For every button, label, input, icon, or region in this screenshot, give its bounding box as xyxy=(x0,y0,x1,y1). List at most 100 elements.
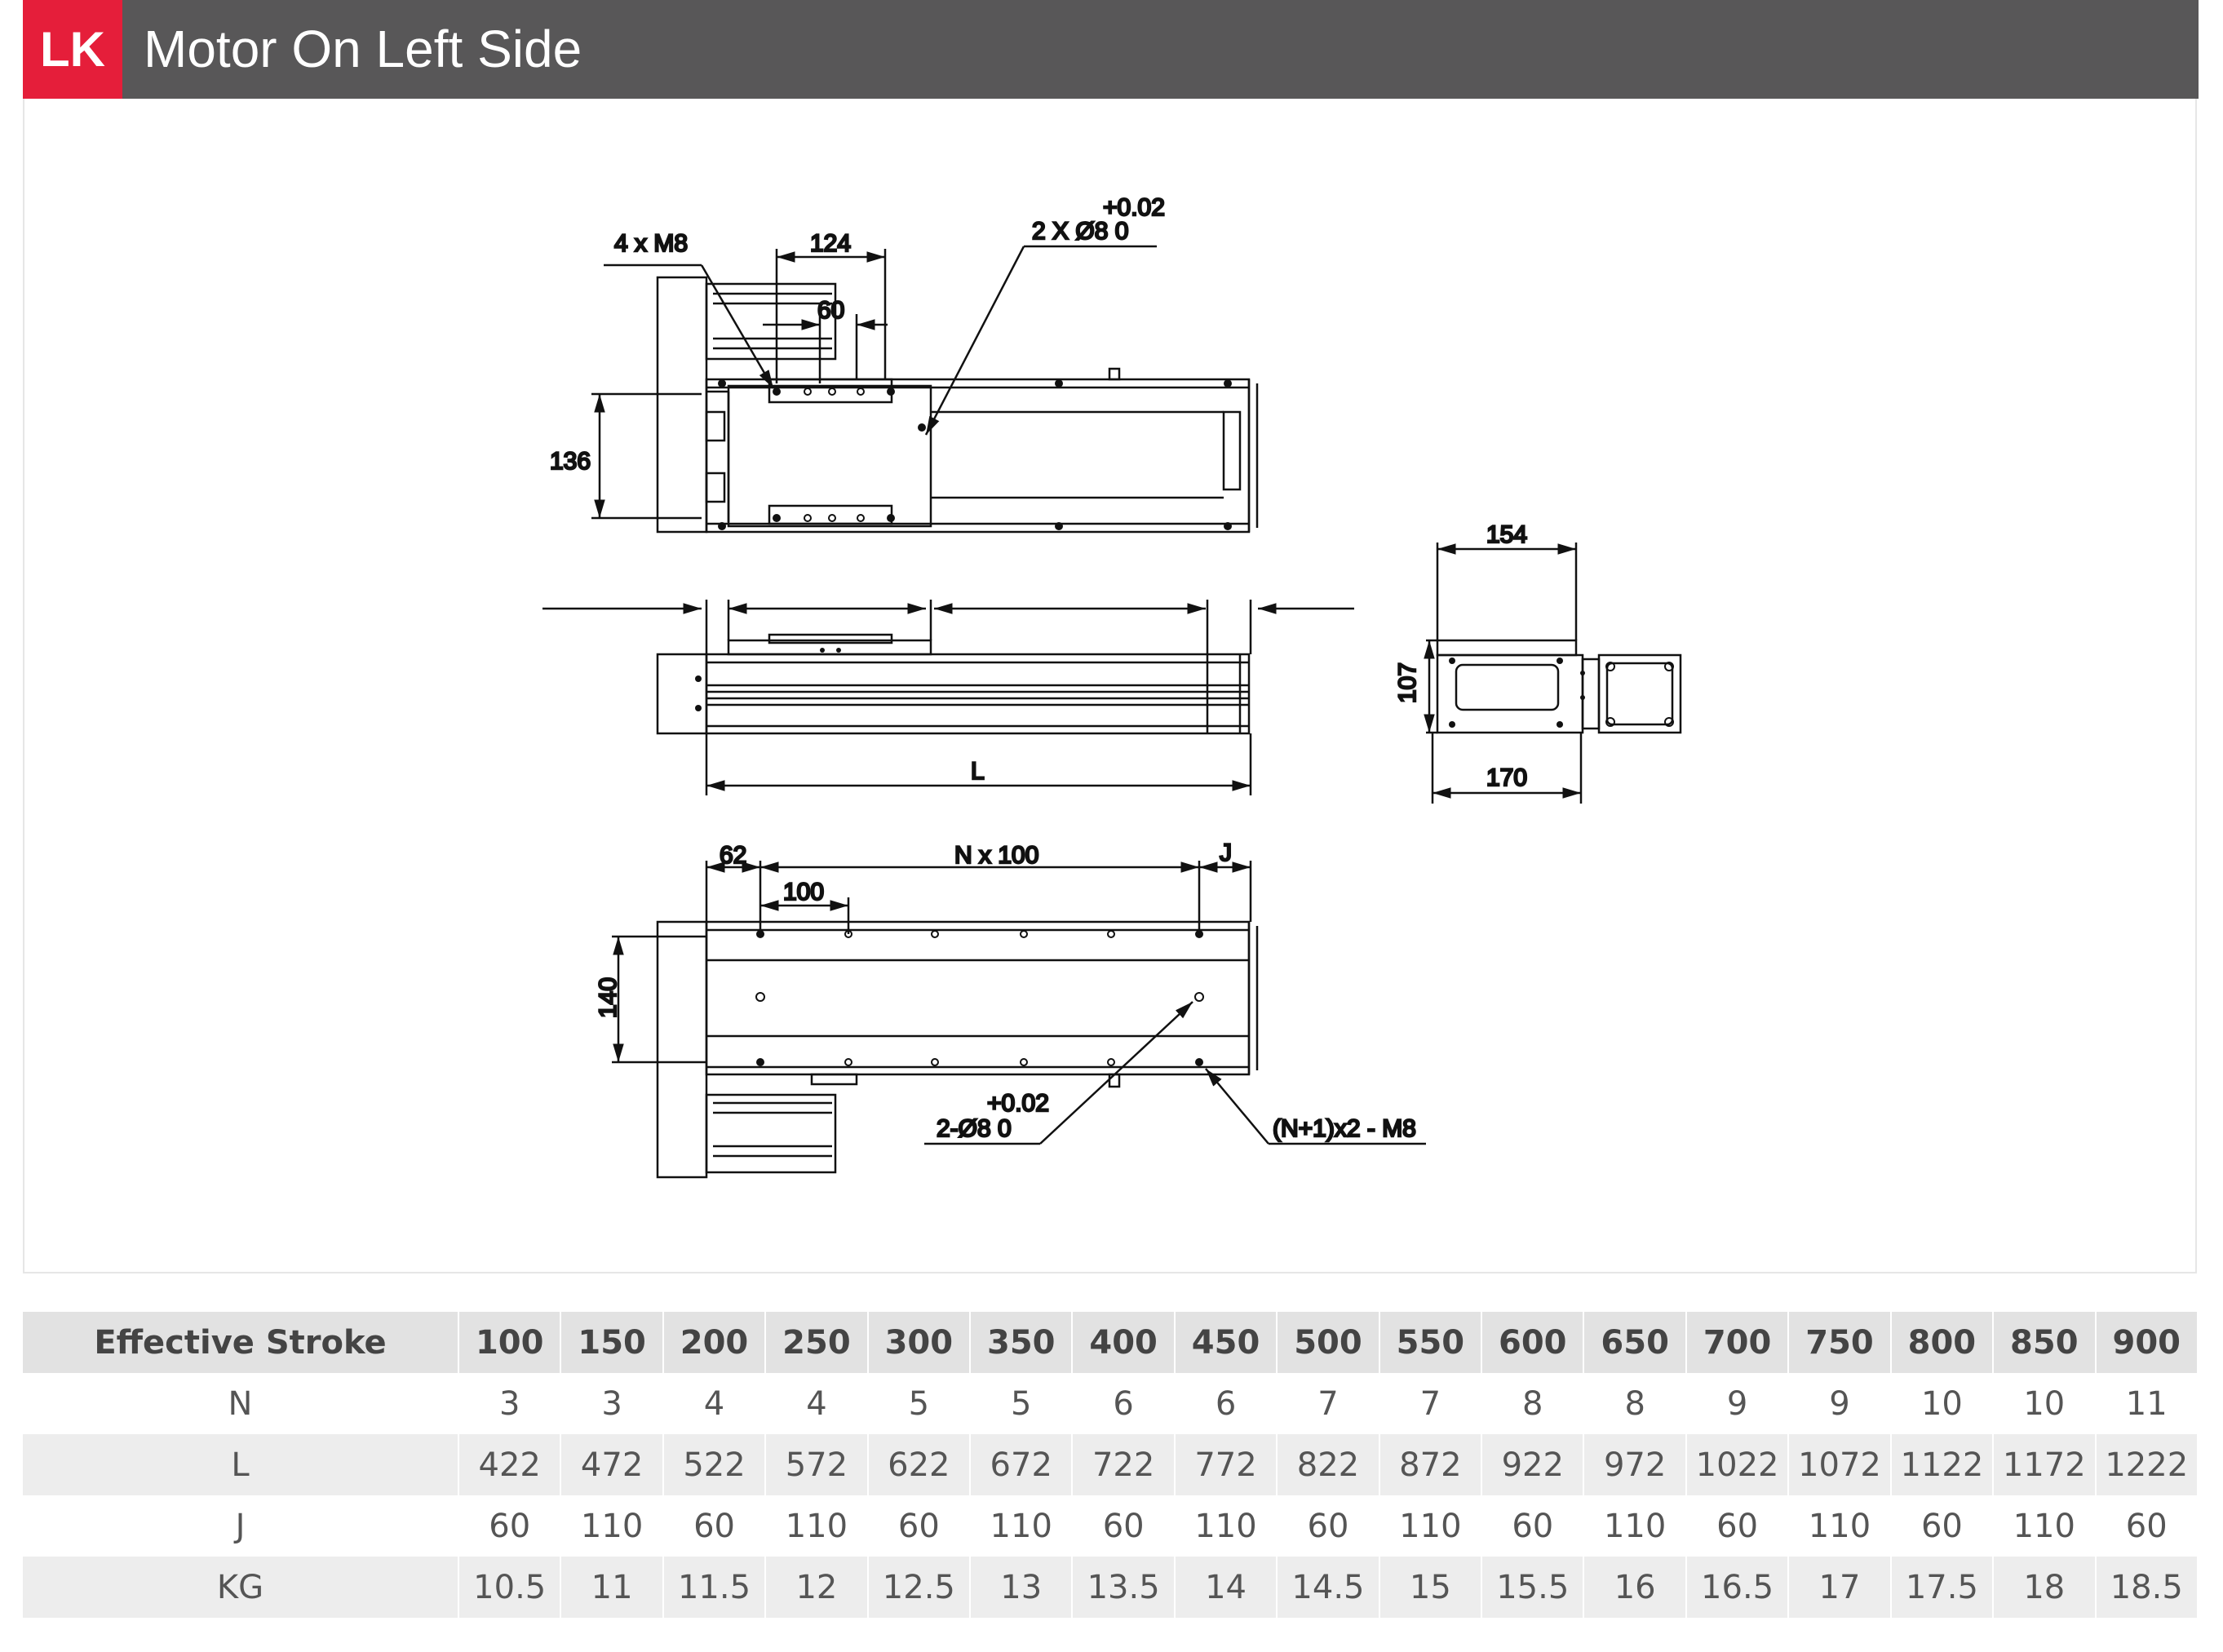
table-cell: 772 xyxy=(1174,1434,1278,1495)
stroke-header: 600 xyxy=(1481,1312,1585,1373)
stroke-header: 150 xyxy=(560,1312,664,1373)
table-cell: 60 xyxy=(458,1495,562,1557)
table-cell: 18.5 xyxy=(2095,1557,2199,1618)
table-cell: 1122 xyxy=(1890,1434,1995,1495)
table-cell: 11 xyxy=(560,1557,664,1618)
top-pin-tol: +0.02 xyxy=(1103,194,1165,221)
table-cell: 522 xyxy=(662,1434,767,1495)
table-cell: 60 xyxy=(1481,1495,1585,1557)
end-dim-top: 154 xyxy=(1486,521,1527,548)
bottom-dim-start: 62 xyxy=(720,842,746,869)
table-cell: 110 xyxy=(1583,1495,1687,1557)
table-cell: 110 xyxy=(970,1495,1074,1557)
table-cell: 722 xyxy=(1072,1434,1176,1495)
table-cell: 13 xyxy=(970,1557,1074,1618)
row-label: KG xyxy=(23,1557,459,1618)
table-cell: 422 xyxy=(458,1434,562,1495)
table-cell: 7 xyxy=(1277,1373,1380,1434)
stroke-header: 800 xyxy=(1890,1312,1995,1373)
top-pin-label: 2 X Ø8 0 xyxy=(1032,218,1128,245)
top-dim-width: 124 xyxy=(810,230,851,257)
table-cell: 60 xyxy=(1890,1495,1995,1557)
page-title: Motor On Left Side xyxy=(144,20,582,78)
bottom-dim-end: J xyxy=(1220,839,1232,866)
table-cell: 16 xyxy=(1583,1557,1687,1618)
table-cell: 16.5 xyxy=(1685,1557,1790,1618)
table-cell: 5 xyxy=(970,1373,1074,1434)
table-cell: 8 xyxy=(1481,1373,1585,1434)
table-cell: 1022 xyxy=(1685,1434,1790,1495)
bottom-dim-height: 140 xyxy=(595,977,622,1018)
table-cell: 110 xyxy=(1788,1495,1892,1557)
top-dim-height: 136 xyxy=(550,448,591,475)
table-cell: 60 xyxy=(2095,1495,2199,1557)
top-view xyxy=(591,245,1259,534)
table-cell: 472 xyxy=(560,1434,664,1495)
table-cell: 9 xyxy=(1788,1373,1892,1434)
table-cell: 14 xyxy=(1174,1557,1278,1618)
table-cell: 12 xyxy=(765,1557,869,1618)
stroke-header: 750 xyxy=(1788,1312,1892,1373)
stroke-header: 650 xyxy=(1583,1312,1687,1373)
table-cell: 3 xyxy=(560,1373,664,1434)
bottom-dim-span: N x 100 xyxy=(954,842,1038,869)
stroke-header: 700 xyxy=(1685,1312,1790,1373)
stroke-header: 900 xyxy=(2095,1312,2199,1373)
table-cell: 11 xyxy=(2095,1373,2199,1434)
end-dim-height: 107 xyxy=(1394,662,1421,703)
table-cell: 110 xyxy=(1174,1495,1278,1557)
table-cell: 60 xyxy=(662,1495,767,1557)
stroke-header: 200 xyxy=(662,1312,767,1373)
stroke-header: 300 xyxy=(867,1312,972,1373)
bottom-view xyxy=(612,861,1426,1179)
stroke-header: 100 xyxy=(458,1312,562,1373)
bottom-hole-label: (N+1)x2 - M8 xyxy=(1273,1115,1416,1142)
table-cell: 872 xyxy=(1379,1434,1483,1495)
table-cell: 922 xyxy=(1481,1434,1585,1495)
table-cell: 1172 xyxy=(1993,1434,2097,1495)
stroke-header: 550 xyxy=(1379,1312,1483,1373)
top-hole-label: 4 x M8 xyxy=(614,230,688,257)
stroke-header: 850 xyxy=(1993,1312,2097,1373)
table-cell: 8 xyxy=(1583,1373,1687,1434)
table-cell: 1072 xyxy=(1788,1434,1892,1495)
header-bar: LK Motor On Left Side xyxy=(23,0,2199,99)
table-cell: 110 xyxy=(1379,1495,1483,1557)
table-cell: 13.5 xyxy=(1072,1557,1176,1618)
table-cell: 1222 xyxy=(2095,1434,2199,1495)
table-cell: 12.5 xyxy=(867,1557,972,1618)
drawing-frame xyxy=(23,99,2197,1273)
technical-drawing: 4 x M8 124 60 +0.02 2 X Ø8 0 136 L xyxy=(542,193,1682,1179)
stroke-header: 500 xyxy=(1277,1312,1380,1373)
stroke-header: 400 xyxy=(1072,1312,1176,1373)
top-dim-pitch: 60 xyxy=(817,297,844,324)
side-dim-length: L xyxy=(971,758,985,785)
table-cell: 972 xyxy=(1583,1434,1687,1495)
table-cell: 10 xyxy=(1890,1373,1995,1434)
table-cell: 15.5 xyxy=(1481,1557,1585,1618)
table-cell: 110 xyxy=(1993,1495,2097,1557)
table-cell: 10.5 xyxy=(458,1557,562,1618)
stroke-header: 250 xyxy=(765,1312,869,1373)
stroke-header: 350 xyxy=(970,1312,1074,1373)
table-cell: 11.5 xyxy=(662,1557,767,1618)
table-cell: 60 xyxy=(1277,1495,1380,1557)
table-cell: 15 xyxy=(1379,1557,1483,1618)
table-cell: 3 xyxy=(458,1373,562,1434)
table-cell: 10 xyxy=(1993,1373,2097,1434)
stroke-header: 450 xyxy=(1174,1312,1278,1373)
effective-stroke-label: Effective Stroke xyxy=(23,1312,459,1373)
table-cell: 17 xyxy=(1788,1557,1892,1618)
table-cell: 6 xyxy=(1174,1373,1278,1434)
table-cell: 5 xyxy=(867,1373,972,1434)
table-cell: 110 xyxy=(560,1495,664,1557)
table-cell: 14.5 xyxy=(1277,1557,1380,1618)
bottom-dim-pitch: 100 xyxy=(783,879,824,906)
end-view xyxy=(1424,543,1682,804)
